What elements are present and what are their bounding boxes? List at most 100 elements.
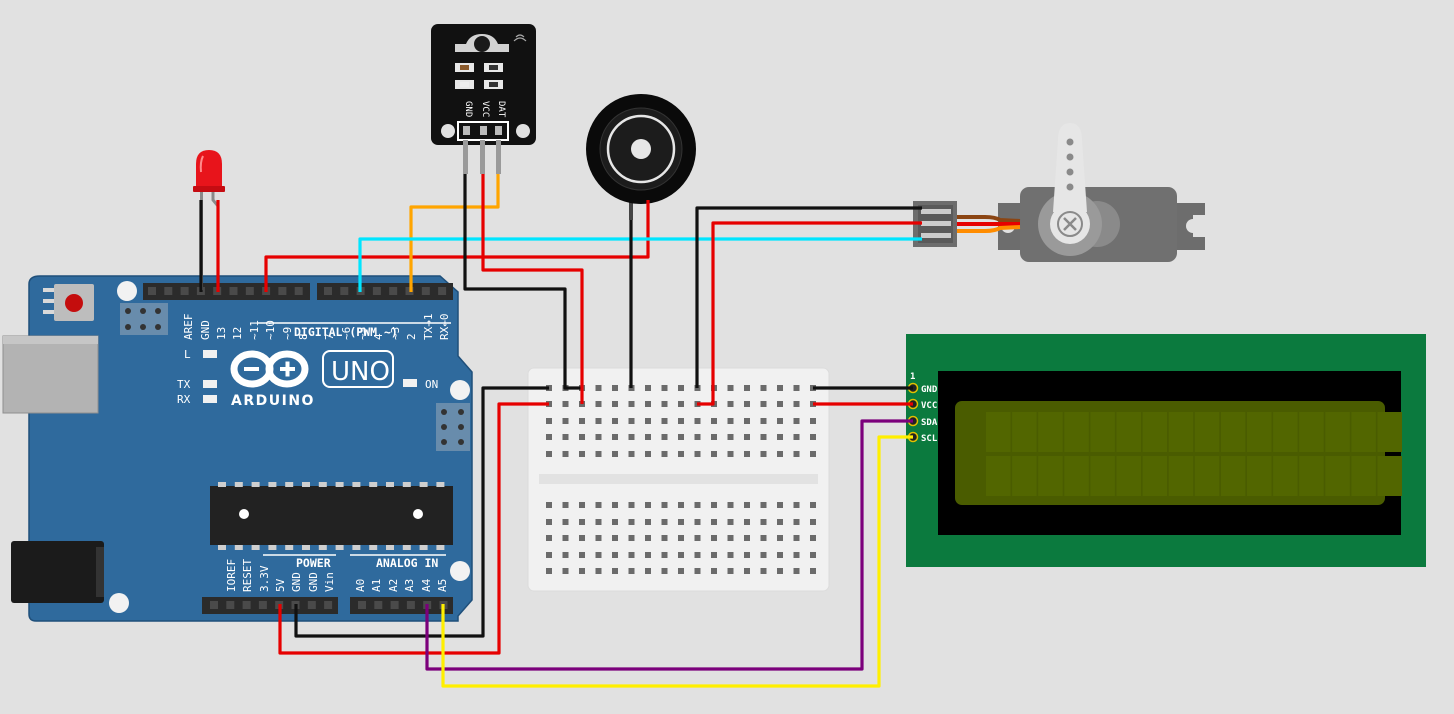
breadboard-hole[interactable] (678, 434, 684, 440)
breadboard-hole[interactable] (612, 401, 618, 407)
header-socket[interactable] (148, 287, 156, 295)
breadboard-hole[interactable] (711, 434, 717, 440)
breadboard-hole[interactable] (760, 568, 767, 574)
servo-motor[interactable] (913, 123, 1205, 262)
breadboard-hole[interactable] (595, 535, 602, 541)
led[interactable] (193, 150, 225, 290)
breadboard-hole[interactable] (661, 502, 668, 508)
breadboard-hole[interactable] (810, 434, 816, 440)
breadboard-hole[interactable] (760, 385, 767, 391)
breadboard-hole[interactable] (628, 519, 635, 525)
breadboard-hole[interactable] (727, 401, 734, 407)
breadboard-hole[interactable] (744, 401, 750, 407)
breadboard-hole[interactable] (694, 535, 701, 541)
breadboard-hole[interactable] (595, 451, 602, 457)
breadboard-hole[interactable] (612, 552, 618, 558)
breadboard-hole[interactable] (793, 519, 800, 525)
header-socket[interactable] (245, 287, 254, 295)
breadboard-hole[interactable] (628, 401, 635, 407)
breadboard-hole[interactable] (777, 535, 783, 541)
breadboard-hole[interactable] (595, 418, 602, 424)
breadboard-hole[interactable] (595, 385, 602, 391)
breadboard-hole[interactable] (628, 502, 635, 508)
breadboard-hole[interactable] (678, 519, 684, 525)
breadboard-hole[interactable] (793, 502, 800, 508)
breadboard-hole[interactable] (678, 535, 684, 541)
header-socket[interactable] (324, 601, 333, 609)
breadboard-hole[interactable] (628, 552, 635, 558)
breadboard-hole[interactable] (678, 552, 684, 558)
header-socket[interactable] (242, 601, 251, 609)
header-socket[interactable] (324, 287, 332, 295)
breadboard-hole[interactable] (727, 418, 734, 424)
breadboard-hole[interactable] (595, 552, 602, 558)
breadboard-hole[interactable] (546, 434, 552, 440)
breadboard-hole[interactable] (744, 418, 750, 424)
breadboard-hole[interactable] (711, 552, 717, 558)
breadboard-hole[interactable] (744, 502, 750, 508)
breadboard-hole[interactable] (579, 502, 585, 508)
breadboard-hole[interactable] (727, 385, 734, 391)
breadboard-hole[interactable] (546, 535, 552, 541)
breadboard-hole[interactable] (694, 502, 701, 508)
breadboard-hole[interactable] (645, 401, 651, 407)
header-socket[interactable] (421, 287, 430, 295)
breadboard-hole[interactable] (793, 385, 800, 391)
breadboard-hole[interactable] (595, 401, 602, 407)
breadboard-hole[interactable] (777, 519, 783, 525)
breadboard-hole[interactable] (744, 552, 750, 558)
breadboard-hole[interactable] (793, 535, 800, 541)
breadboard-hole[interactable] (777, 434, 783, 440)
breadboard-hole[interactable] (546, 418, 552, 424)
breadboard-hole[interactable] (562, 401, 569, 407)
breadboard-hole[interactable] (810, 502, 816, 508)
header-socket[interactable] (307, 601, 316, 609)
breadboard-hole[interactable] (595, 434, 602, 440)
breadboard-hole[interactable] (727, 502, 734, 508)
breadboard-hole[interactable] (546, 519, 552, 525)
breadboard-hole[interactable] (645, 451, 651, 457)
breadboard-hole[interactable] (760, 418, 767, 424)
breadboard-hole[interactable] (612, 385, 618, 391)
breadboard-hole[interactable] (760, 502, 767, 508)
header-socket[interactable] (258, 601, 267, 609)
breadboard-hole[interactable] (694, 568, 701, 574)
breadboard-hole[interactable] (810, 519, 816, 525)
breadboard-hole[interactable] (612, 451, 618, 457)
breadboard-hole[interactable] (711, 535, 717, 541)
breadboard-hole[interactable] (661, 434, 668, 440)
breadboard-hole[interactable] (760, 535, 767, 541)
header-socket[interactable] (278, 287, 287, 295)
breadboard-hole[interactable] (777, 451, 783, 457)
breadboard-hole[interactable] (744, 535, 750, 541)
breadboard-hole[interactable] (562, 434, 569, 440)
breadboard-hole[interactable] (645, 552, 651, 558)
header-socket[interactable] (374, 601, 383, 609)
breadboard-hole[interactable] (744, 568, 750, 574)
reset-button[interactable] (43, 284, 94, 321)
breadboard-hole[interactable] (645, 434, 651, 440)
header-socket[interactable] (406, 601, 415, 609)
breadboard-hole[interactable] (711, 418, 717, 424)
breadboard-hole[interactable] (744, 434, 750, 440)
breadboard-hole[interactable] (661, 401, 668, 407)
breadboard-hole[interactable] (645, 418, 651, 424)
breadboard-hole[interactable] (777, 401, 783, 407)
breadboard-hole[interactable] (661, 535, 668, 541)
breadboard-hole[interactable] (645, 502, 651, 508)
breadboard-hole[interactable] (777, 568, 783, 574)
breadboard-hole[interactable] (612, 418, 618, 424)
breadboard-hole[interactable] (628, 434, 635, 440)
breadboard-hole[interactable] (678, 502, 684, 508)
breadboard-hole[interactable] (810, 418, 816, 424)
breadboard-hole[interactable] (612, 535, 618, 541)
breadboard[interactable] (527, 367, 830, 592)
breadboard-hole[interactable] (744, 451, 750, 457)
breadboard-hole[interactable] (579, 568, 585, 574)
header-socket[interactable] (372, 287, 381, 295)
breadboard-hole[interactable] (661, 418, 668, 424)
breadboard-hole[interactable] (612, 502, 618, 508)
breadboard-hole[interactable] (694, 418, 701, 424)
